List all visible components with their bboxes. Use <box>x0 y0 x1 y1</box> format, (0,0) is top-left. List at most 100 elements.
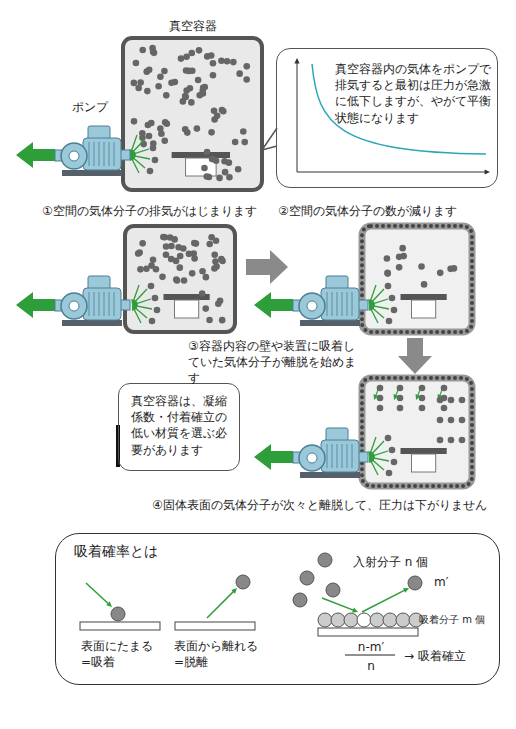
gas-molecule <box>212 258 219 265</box>
gas-molecule <box>235 166 242 173</box>
explanation-box: 吸着確率とは表面にたまる =吸着表面から離れる =脱離入射分子 n 個m′吸着分… <box>55 533 500 685</box>
arrow-head <box>131 299 136 305</box>
gas-molecule <box>161 68 168 75</box>
gas-molecule <box>399 245 406 252</box>
gas-molecule <box>178 55 185 62</box>
gas-molecule <box>208 129 215 136</box>
gas-molecule <box>199 268 206 275</box>
arrow-head <box>394 394 399 400</box>
molecule <box>293 593 307 607</box>
gas-molecule <box>206 317 213 324</box>
node-heading: 真空容器 <box>123 18 262 34</box>
pump-base <box>300 320 360 326</box>
step-caption: ④固体表面の気体分子が次々と離脱して、圧力は下がりません <box>152 497 487 513</box>
part-label: ポンプ <box>72 99 108 115</box>
gas-molecule <box>210 60 217 67</box>
vacuum-container <box>362 226 472 332</box>
molecule <box>318 613 332 627</box>
gas-molecule <box>217 298 224 305</box>
note-box: 真空容器は、凝縮係数・付着確立の低い材質を選ぶ必要があります <box>118 383 240 471</box>
gas-molecule <box>230 59 237 66</box>
pump <box>254 428 368 478</box>
gas-molecule <box>139 47 146 54</box>
fraction-bar <box>345 655 395 656</box>
gas-molecule <box>206 241 213 248</box>
gas-molecule <box>187 85 194 92</box>
desorbing-molecule <box>377 405 384 412</box>
arrow-head <box>294 58 299 63</box>
gas-molecule <box>210 72 217 79</box>
gas-molecule <box>232 139 239 146</box>
arrow-head <box>368 299 373 305</box>
callout-bubble: 真空容器内の気体をポンプで排気すると最初は圧力が急激に低下しますが、やがて平衡状… <box>276 48 498 188</box>
gas-molecule <box>208 234 215 241</box>
gas-molecule <box>186 250 193 257</box>
gas-molecule <box>133 60 140 67</box>
gas-molecule <box>155 83 162 90</box>
gas-molecule <box>200 90 207 97</box>
gas-molecule <box>176 264 183 271</box>
arrow-shaft <box>297 172 487 173</box>
gas-molecule <box>384 270 391 277</box>
gas-molecule <box>157 73 164 80</box>
gas-molecule <box>173 258 180 265</box>
gas-molecule <box>162 119 169 126</box>
gas-molecule <box>384 270 391 277</box>
arrow-head <box>352 608 358 613</box>
motor <box>321 440 359 472</box>
arrow-shaft <box>131 135 137 152</box>
gas-molecule <box>389 447 396 454</box>
gas-molecule <box>386 318 393 325</box>
pump-head <box>61 293 87 319</box>
molecule <box>408 576 422 590</box>
desorbing-molecule <box>459 417 466 424</box>
gas-molecule <box>437 270 444 277</box>
motor-fin <box>94 142 95 166</box>
motor-fin <box>109 292 110 316</box>
pump <box>16 276 130 326</box>
gas-molecule <box>188 99 195 106</box>
motor-fin <box>114 292 115 316</box>
gas-molecule <box>150 145 157 152</box>
gas-molecule <box>219 317 226 324</box>
gas-molecule <box>203 274 210 281</box>
arrow-shaft <box>135 299 151 304</box>
arrow-shaft <box>372 451 388 456</box>
step-caption: ①空間の気体分子の排気がはじまります <box>42 203 257 219</box>
node-text: m′ <box>434 574 448 590</box>
arrow-head <box>369 457 374 463</box>
gas-molecule <box>241 139 248 146</box>
gas-molecule <box>209 156 216 163</box>
gas-molecule <box>181 277 188 284</box>
gas-molecule <box>144 88 151 95</box>
molecule <box>300 571 314 585</box>
molecule <box>111 607 125 621</box>
desorbing-molecule <box>459 397 466 404</box>
node-text: 表面にたまる =吸着 <box>81 638 165 670</box>
gas-molecule <box>161 137 168 144</box>
gas-molecule <box>152 295 159 302</box>
node-heading: 真空容器内の気体をポンプで排気すると最初は圧力が急激に低下しますが、やがて平衡状… <box>335 61 491 126</box>
arrow-shaft <box>370 437 376 454</box>
node-text: 吸着分子 m 個 <box>419 613 485 627</box>
surface-plate <box>80 622 160 630</box>
gas-molecule <box>139 240 146 247</box>
pump-head <box>299 293 325 319</box>
motor-fin <box>99 142 100 166</box>
gas-molecule <box>418 263 425 270</box>
motor-fin <box>347 444 348 468</box>
motor <box>83 138 121 170</box>
gas-molecule <box>146 133 153 140</box>
pump-base <box>62 320 122 326</box>
molecule <box>318 553 332 567</box>
step-caption: ②空間の気体分子の数が減ります <box>278 203 457 219</box>
flow-arrow <box>246 250 288 284</box>
gas-molecule <box>204 149 211 156</box>
molecule <box>370 613 384 627</box>
gas-molecule <box>131 80 138 87</box>
surface-plate <box>318 628 418 636</box>
gas-molecule <box>140 141 147 148</box>
surface-plate <box>175 622 255 630</box>
desorbing-molecule <box>437 397 444 404</box>
